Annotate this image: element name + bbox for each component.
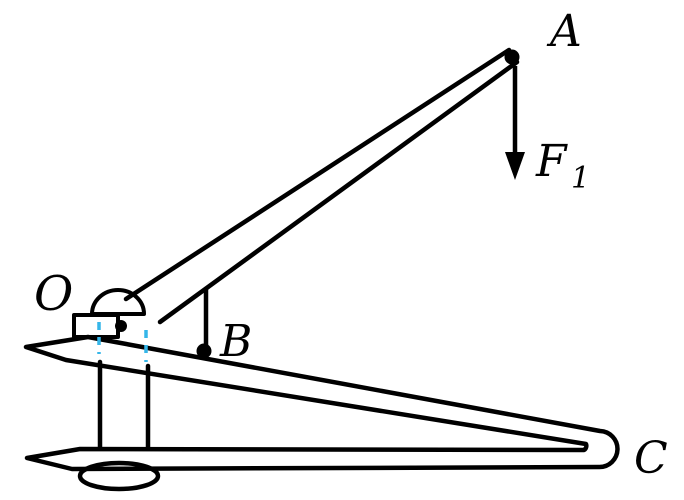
label-point-c: C xyxy=(634,433,668,484)
upper-lever xyxy=(123,47,520,353)
pin-base-ellipse xyxy=(77,460,161,492)
force-f1-arrow xyxy=(505,66,525,180)
label-point-o: O xyxy=(34,266,73,322)
lever-bottom-edge xyxy=(157,59,520,325)
fulcrum xyxy=(72,288,146,339)
fulcrum-cap-dome xyxy=(90,288,146,316)
point-b-dot xyxy=(196,343,212,359)
clipper-body xyxy=(23,334,620,492)
pivot-pin-dot xyxy=(115,320,127,332)
guide-dashes xyxy=(97,322,148,362)
clipper-body-outline xyxy=(23,334,620,472)
label-force-symbol: F xyxy=(535,136,568,187)
label-point-b: B xyxy=(219,316,252,367)
lever-top-edge xyxy=(123,47,512,302)
label-force-subscript: 1 xyxy=(571,161,590,196)
point-a-dot xyxy=(504,49,520,65)
force-arrowhead xyxy=(505,152,525,180)
label-point-a: A xyxy=(546,6,582,57)
